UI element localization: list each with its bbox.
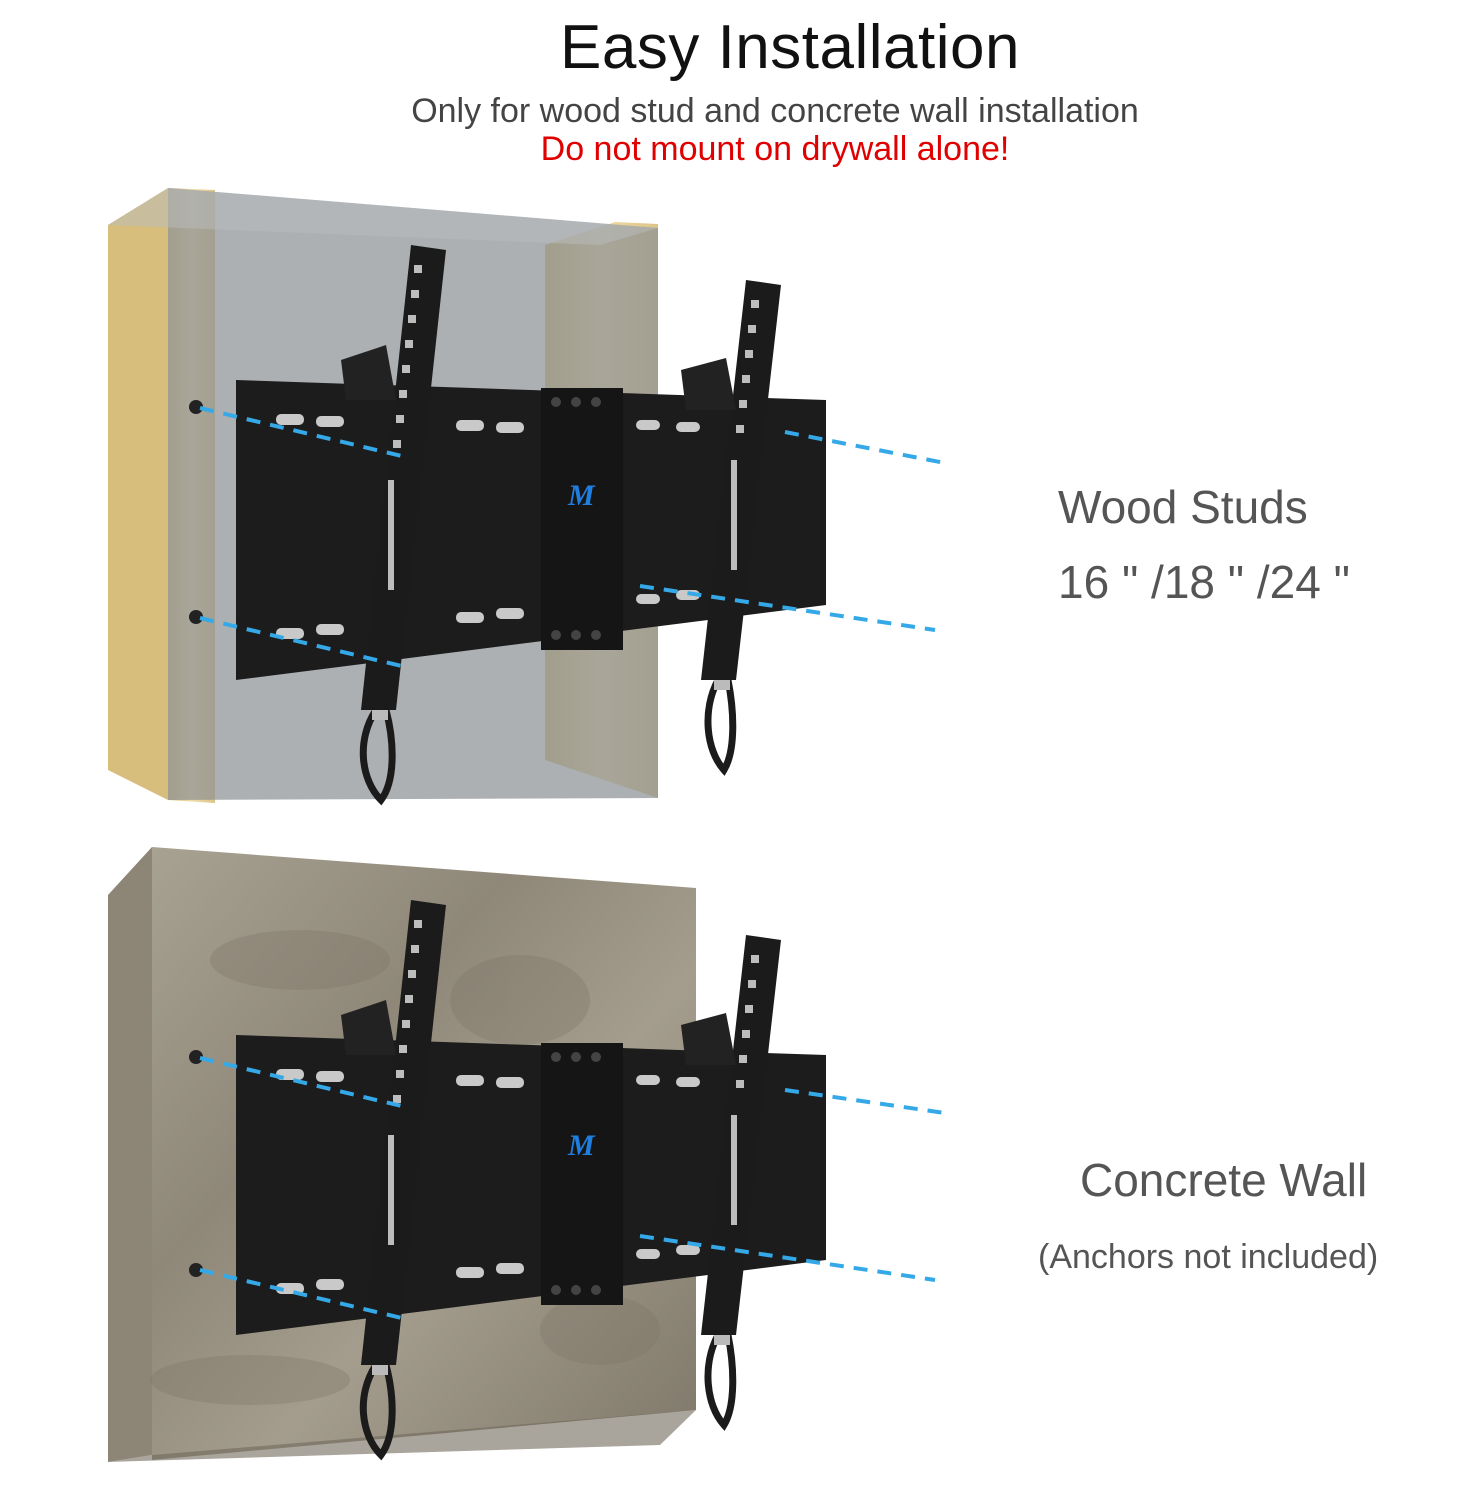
page-title: Easy Installation [560, 13, 1020, 82]
drywall-warning: Do not mount on drywall alone! [540, 130, 1010, 168]
page-subtitle: Only for wood stud and concrete wall ins… [411, 92, 1139, 130]
wood-studs-label: Wood Studs [1058, 481, 1308, 533]
wood-guide-lines [199, 406, 946, 670]
concrete-guide-lines [199, 1056, 946, 1322]
svg-text:M: M [567, 479, 596, 512]
anchors-note: (Anchors not included) [1038, 1238, 1379, 1276]
concrete-wall-label: Concrete Wall [1080, 1154, 1368, 1206]
stud-spacing-label: 16 " /18 " /24 " [1058, 556, 1350, 608]
svg-text:M: M [567, 1129, 596, 1162]
brand-logo-icon: M M [567, 479, 596, 1162]
